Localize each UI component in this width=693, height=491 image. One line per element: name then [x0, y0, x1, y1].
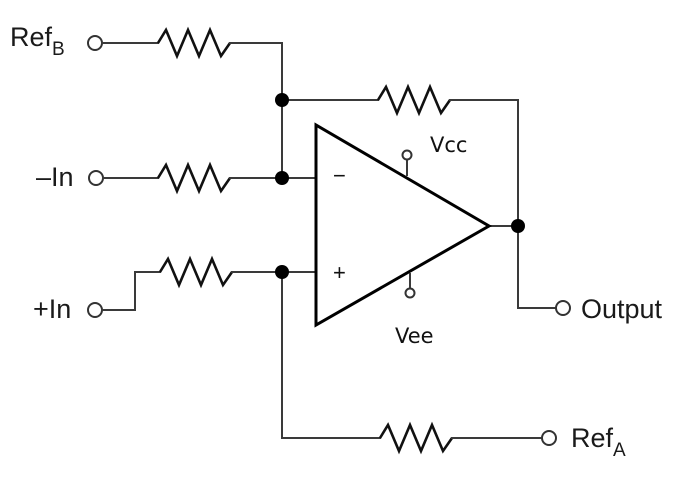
- feedback-branch: [281, 83, 519, 227]
- ref-a-label: RefA: [571, 423, 626, 461]
- junction-output-node: [511, 219, 525, 233]
- vcc-terminal: [401, 149, 413, 161]
- output-terminal: [555, 300, 571, 316]
- ref-b-label: RefB: [10, 22, 65, 60]
- plus-in-label: +In: [33, 294, 71, 324]
- vee-label: Vee: [395, 324, 434, 348]
- vcc-label: Vcc: [430, 133, 467, 157]
- minus-in-label: –In: [36, 162, 74, 192]
- ref-b-wire-out: [229, 42, 283, 101]
- minus-in-terminal: [88, 170, 104, 186]
- feedback-wire-right: [449, 99, 519, 227]
- op-amp: − +: [314, 122, 492, 328]
- resistor-minus-in: [156, 161, 232, 195]
- ref-a-label-main: Ref: [571, 423, 614, 453]
- ref-b-terminal: [87, 35, 103, 51]
- noninverting-sign: +: [333, 260, 346, 285]
- resistor-feedback: [376, 83, 452, 117]
- ref-a-terminal: [541, 430, 557, 446]
- output-branch: [488, 225, 571, 316]
- plus-in-terminal: [87, 302, 103, 318]
- junction-noninverting-node: [275, 265, 289, 279]
- ref-a-label-sub: A: [613, 440, 626, 461]
- output-wire: [488, 225, 557, 309]
- minus-in-branch: [88, 99, 317, 195]
- ref-b-label-sub: B: [52, 39, 65, 60]
- ref-a-branch: [378, 421, 557, 455]
- resistor-ref-b: [156, 26, 232, 60]
- resistor-ref-a: [378, 421, 454, 455]
- ref-b-branch: [87, 26, 283, 101]
- vee-terminal: [404, 287, 416, 299]
- output-label: Output: [581, 294, 663, 324]
- ref-b-label-main: Ref: [10, 22, 53, 52]
- noninverting-node-vertical: [281, 271, 381, 439]
- op-amp-triangle: [314, 122, 492, 328]
- plus-in-branch: [87, 255, 381, 439]
- plus-in-wire-in: [101, 271, 161, 311]
- inverting-sign: −: [333, 163, 346, 188]
- junction-feedback-node: [275, 93, 289, 107]
- resistor-plus-in: [158, 255, 234, 289]
- junction-inverting-node: [275, 171, 289, 185]
